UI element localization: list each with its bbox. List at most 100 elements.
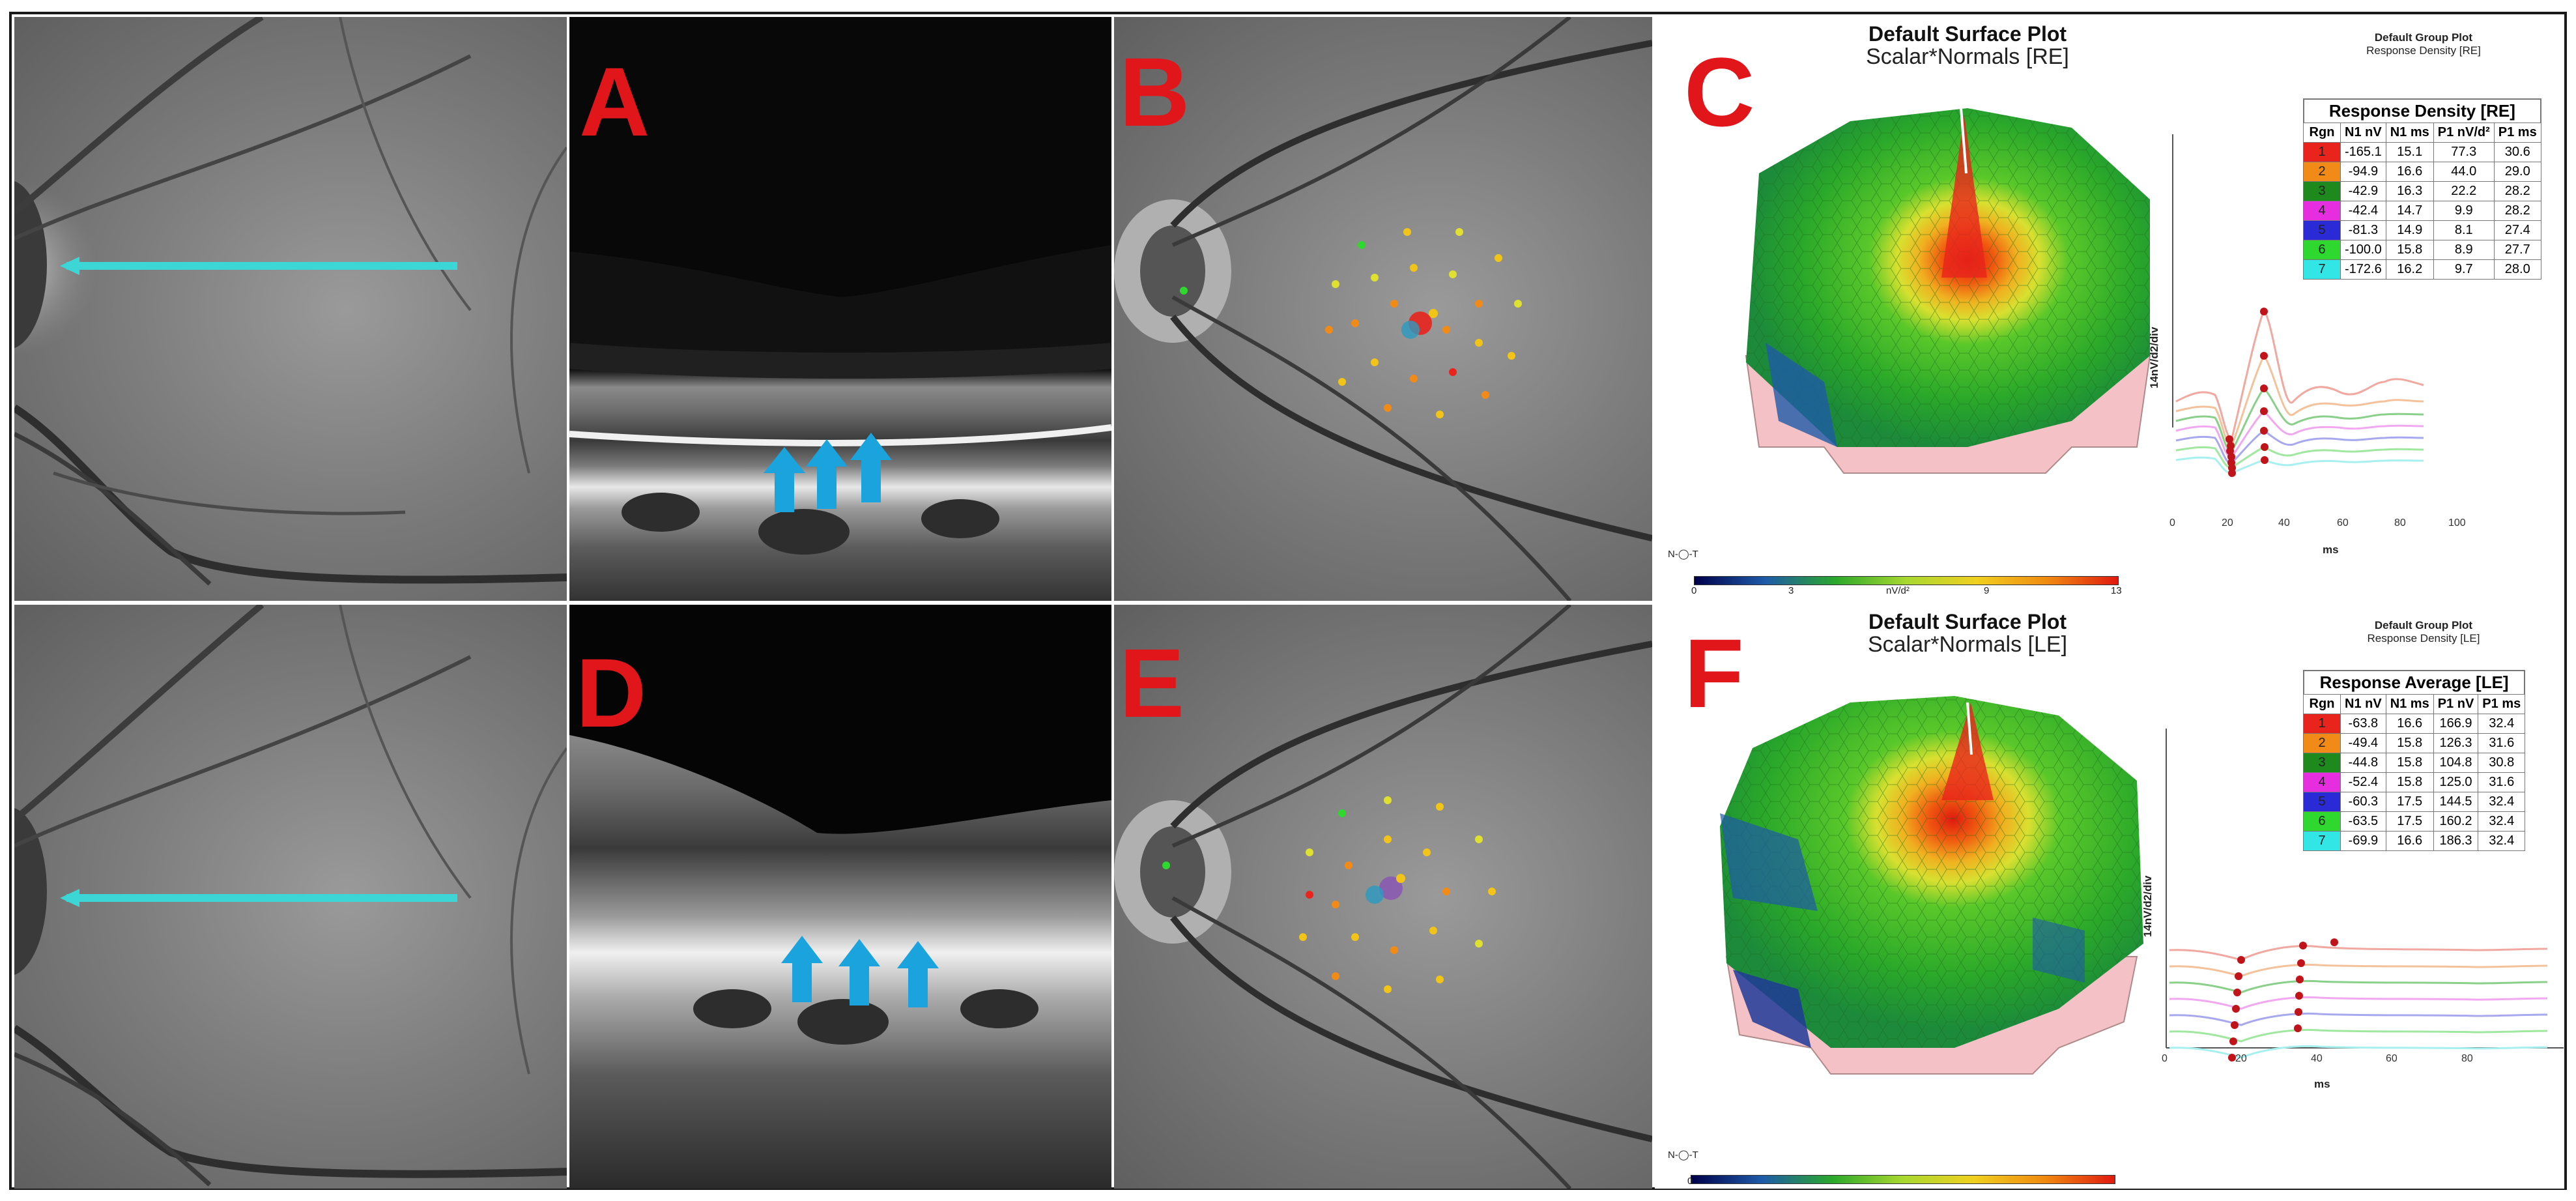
region-swatch: 2 [2303, 162, 2341, 182]
trace-plot-re [2172, 134, 2173, 427]
col-rgn-le: Rgn [2303, 694, 2341, 714]
trace-xtick-60-le: 60 [2386, 1053, 2397, 1064]
table-cell: -42.4 [2340, 201, 2386, 221]
table-title-re: Response Density [RE] [2303, 98, 2541, 123]
trace-x-axis-label-re: ms [2323, 543, 2339, 556]
mferg-stimulus-dots-e [1299, 796, 1496, 993]
surface-plot-subtitle: Scalar*Normals [RE] [1866, 44, 2069, 69]
col-n1-ms: N1 ms [2385, 123, 2434, 143]
group-plot-title-le: Default Group Plot Response Density [LE] [2326, 619, 2521, 644]
region-swatch: 3 [2303, 181, 2341, 201]
table-cell: 15.8 [2385, 753, 2434, 773]
table-header-row: Rgn N1 nV N1 ms P1 nV/d² P1 ms [2303, 123, 2541, 143]
col-p1-ms-le: P1 ms [2478, 694, 2526, 714]
response-density-table-re: Response Density [RE] Rgn N1 nV N1 ms P1… [2303, 98, 2541, 280]
table-cell: 31.6 [2478, 733, 2526, 753]
table-cell: 17.5 [2385, 811, 2434, 832]
region-swatch: 5 [2303, 220, 2341, 240]
trace-xtick-20-le: 20 [2235, 1053, 2247, 1064]
response-average-table-le: Response Average [LE] Rgn N1 nV N1 ms P1… [2303, 670, 2526, 851]
trace-xtick-60: 60 [2337, 517, 2349, 528]
colorbar-tick-0-le: 0 [1687, 1176, 1693, 1187]
colorbar-unit: nV/d² [1886, 585, 1910, 596]
panel-label-d: D [576, 638, 647, 747]
table-cell: 16.6 [2385, 162, 2434, 182]
mferg-plots-f: F Default Surface Plot Scalar*Normals [L… [1655, 605, 2564, 1189]
mferg-plots-c: C Default Surface Plot Scalar*Normals [R… [1655, 17, 2564, 601]
col-p1-nv: P1 nV/d² [2433, 123, 2495, 143]
surface-plot-title-le: Default Surface Plot [1868, 610, 2067, 633]
table-cell: 126.3 [2433, 733, 2479, 753]
table-cell: 32.4 [2478, 792, 2526, 812]
orientation-marker: N-◯-T [1668, 549, 1698, 560]
trace-xtick-0-le: 0 [2162, 1053, 2168, 1064]
region-swatch: 6 [2303, 811, 2341, 832]
trace-xtick-80-le: 80 [2461, 1053, 2473, 1064]
table-cell: 16.6 [2385, 831, 2434, 851]
colorbar-f [1691, 1175, 2115, 1184]
table-cell: 28.2 [2493, 181, 2541, 201]
table-cell: 160.2 [2433, 811, 2479, 832]
table-title-le: Response Average [LE] [2303, 670, 2526, 694]
table-cell: 27.4 [2493, 220, 2541, 240]
region-swatch: 7 [2303, 831, 2341, 851]
table-cell: 14.7 [2385, 201, 2434, 221]
surface-plot-subtitle-le: Scalar*Normals [LE] [1867, 632, 2068, 657]
trace-xtick-40-le: 40 [2311, 1053, 2323, 1064]
region-swatch: 2 [2303, 733, 2341, 753]
colorbar-tick-3: 3 [1788, 585, 1794, 596]
table-cell: 16.3 [2385, 181, 2434, 201]
trace-waveforms-le [2169, 938, 2548, 1062]
fundus-mferg-b: B [1114, 17, 1652, 601]
trace-y-axis-label-le: 14nV/d2/div [2141, 875, 2154, 937]
region-swatch: 5 [2303, 792, 2341, 812]
table-cell: 44.0 [2433, 162, 2495, 182]
table-cell: 22.2 [2433, 181, 2495, 201]
table-cell: 30.6 [2493, 142, 2541, 162]
oct-layers-d [569, 605, 1111, 1189]
table-cell: -63.5 [2340, 811, 2386, 832]
col-n1-nv: N1 nV [2340, 123, 2386, 143]
trace-xtick-40: 40 [2278, 517, 2290, 528]
table-cell: 29.0 [2493, 162, 2541, 182]
fundus-image-bottom [14, 605, 567, 1189]
region-swatch: 4 [2303, 201, 2341, 221]
fundus-mferg-e: E [1114, 605, 1652, 1189]
oct-layers-a [569, 17, 1111, 601]
fundus-image-top [14, 17, 567, 601]
table-cell: 9.9 [2433, 201, 2495, 221]
table-cell: 15.8 [2385, 772, 2434, 792]
table-cell: 15.8 [2385, 240, 2434, 260]
trace-waveforms-re [2175, 308, 2424, 477]
trace-xtick-0: 0 [2169, 517, 2175, 528]
table-cell: -172.6 [2340, 259, 2386, 280]
row-divider [12, 601, 2564, 605]
table-cell: 32.4 [2478, 831, 2526, 851]
fundus-vessels-e [1114, 605, 1652, 1189]
panel-label-a: A [579, 47, 650, 156]
trace-xtick-80: 80 [2394, 517, 2406, 528]
trace-x-axis-label-le: ms [2314, 1078, 2330, 1090]
fundus-vessels-b [1114, 17, 1652, 601]
trace-xtick-20: 20 [2222, 517, 2233, 528]
table-cell: 15.1 [2385, 142, 2434, 162]
colorbar-tick-13: 13 [2111, 585, 2122, 596]
surface-plot-3d-c [1745, 108, 2151, 474]
col-n1-nv-le: N1 nV [2340, 694, 2386, 714]
mferg-stimulus-dots-b [1325, 228, 1522, 418]
table-cell: 77.3 [2433, 142, 2495, 162]
table-cell: 31.6 [2478, 772, 2526, 792]
panel-label-e: E [1119, 628, 1185, 738]
table-cell: 15.8 [2385, 733, 2434, 753]
group-plot-title: Default Group Plot Response Density [RE] [2326, 31, 2521, 57]
table-header-row-le: Rgn N1 nV N1 ms P1 nV P1 ms [2303, 694, 2526, 714]
